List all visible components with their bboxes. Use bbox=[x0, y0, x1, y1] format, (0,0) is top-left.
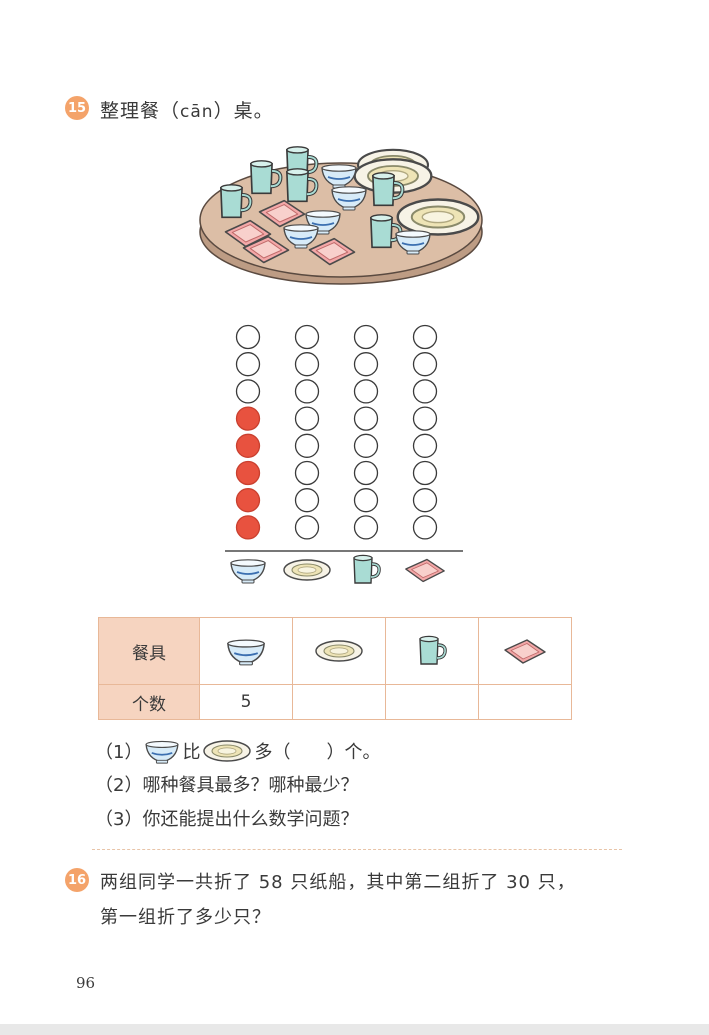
bowl-icon bbox=[226, 639, 266, 666]
empty-dot[interactable] bbox=[353, 324, 379, 350]
question-1-tail: 多（ ）个。 bbox=[254, 742, 381, 763]
empty-dot[interactable] bbox=[412, 406, 438, 431]
problem-number-badge: 16 bbox=[65, 868, 89, 892]
filled-dot[interactable] bbox=[235, 406, 261, 431]
count-cell-plate[interactable] bbox=[292, 684, 386, 720]
empty-dot[interactable] bbox=[353, 352, 379, 377]
empty-dot[interactable] bbox=[294, 488, 320, 513]
title-pinyin: cān bbox=[180, 102, 214, 122]
plate-icon bbox=[203, 740, 252, 762]
saucer-icon bbox=[405, 558, 445, 583]
question-2: （2）哪种餐具最多？哪种最少？ bbox=[95, 775, 359, 796]
filled-dot[interactable] bbox=[235, 515, 261, 540]
plate-icon bbox=[396, 198, 480, 236]
problem-number-badge: 15 bbox=[65, 96, 89, 120]
empty-dot[interactable] bbox=[353, 406, 379, 431]
empty-dot[interactable] bbox=[412, 352, 438, 377]
page-number: 96 bbox=[76, 974, 96, 992]
empty-dot[interactable] bbox=[235, 324, 261, 350]
empty-dot[interactable] bbox=[353, 488, 379, 513]
empty-dot[interactable] bbox=[353, 515, 379, 540]
title-text-start: 整理餐（ bbox=[100, 100, 181, 122]
question-1-number: （1） bbox=[95, 742, 143, 763]
bowl-icon bbox=[145, 740, 180, 764]
saucer-icon bbox=[504, 639, 546, 664]
plate-icon bbox=[283, 559, 331, 581]
filled-dot[interactable] bbox=[235, 433, 261, 458]
problem-number: 16 bbox=[67, 872, 87, 888]
row-label-tableware: 餐具 bbox=[98, 617, 200, 685]
empty-dot[interactable] bbox=[294, 324, 320, 350]
empty-dot[interactable] bbox=[235, 352, 261, 377]
empty-dot[interactable] bbox=[412, 433, 438, 458]
empty-dot[interactable] bbox=[235, 379, 261, 404]
dining-table-illustration bbox=[199, 144, 483, 285]
empty-dot[interactable] bbox=[353, 460, 379, 486]
title-text-end: ）桌。 bbox=[213, 100, 274, 122]
empty-dot[interactable] bbox=[294, 515, 320, 540]
section-divider bbox=[92, 849, 622, 850]
problem-title: 整理餐（cān）桌。 bbox=[100, 96, 274, 123]
bowl-icon bbox=[230, 558, 266, 584]
empty-dot[interactable] bbox=[353, 379, 379, 404]
page-footer-bar bbox=[0, 1024, 709, 1035]
empty-dot[interactable] bbox=[294, 406, 320, 431]
table-icon-cup bbox=[385, 617, 479, 685]
question-1: （1） 比 多（ ）个。 bbox=[95, 737, 380, 765]
problem-number: 15 bbox=[67, 100, 87, 116]
count-cell-saucer[interactable] bbox=[478, 684, 572, 720]
empty-dot[interactable] bbox=[412, 515, 438, 540]
filled-dot[interactable] bbox=[235, 460, 261, 486]
empty-dot[interactable] bbox=[294, 352, 320, 377]
question-1-compare: 比 bbox=[182, 742, 201, 763]
cup-icon bbox=[418, 634, 447, 666]
table-icon-saucer bbox=[478, 617, 572, 685]
count-cell-bowl[interactable]: 5 bbox=[199, 684, 293, 720]
empty-dot[interactable] bbox=[412, 379, 438, 404]
tally-dot-chart bbox=[225, 324, 463, 585]
empty-dot[interactable] bbox=[294, 460, 320, 486]
empty-dot[interactable] bbox=[412, 324, 438, 350]
table-icon-bowl bbox=[199, 617, 293, 685]
row-label-count: 个数 bbox=[98, 684, 200, 720]
empty-dot[interactable] bbox=[294, 433, 320, 458]
table-icon-plate bbox=[292, 617, 386, 685]
empty-dot[interactable] bbox=[412, 488, 438, 513]
empty-dot[interactable] bbox=[412, 460, 438, 486]
count-cell-cup[interactable] bbox=[385, 684, 479, 720]
problem-16-line-1: 两组同学一共折了 58 只纸船，其中第二组折了 30 只， bbox=[100, 872, 576, 893]
filled-dot[interactable] bbox=[235, 488, 261, 513]
problem-16-line-2: 第一组折了多少只？ bbox=[100, 907, 271, 928]
empty-dot[interactable] bbox=[294, 379, 320, 404]
question-3: （3）你还能提出什么数学问题？ bbox=[95, 809, 359, 830]
tally-table: 餐具 个数 5 bbox=[98, 617, 572, 720]
empty-dot[interactable] bbox=[353, 433, 379, 458]
plate-icon bbox=[315, 640, 363, 662]
cup-icon bbox=[352, 553, 381, 585]
